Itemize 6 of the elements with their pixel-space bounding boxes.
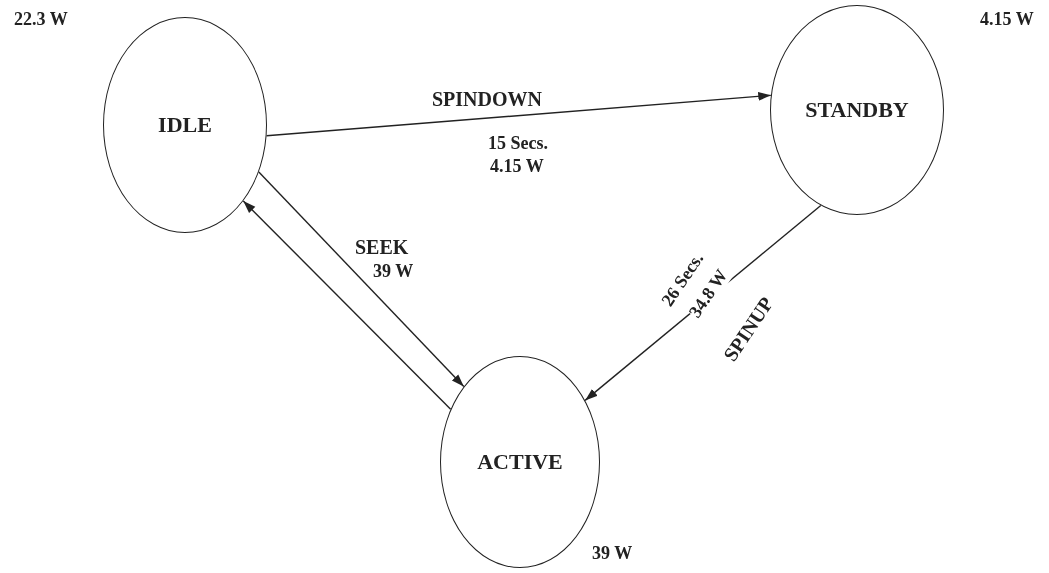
state-label: ACTIVE [477, 449, 563, 475]
arrow [258, 171, 465, 388]
state-label: IDLE [158, 112, 212, 138]
state-label: STANDBY [805, 97, 909, 123]
arrow [265, 91, 772, 137]
arrow [242, 200, 452, 410]
